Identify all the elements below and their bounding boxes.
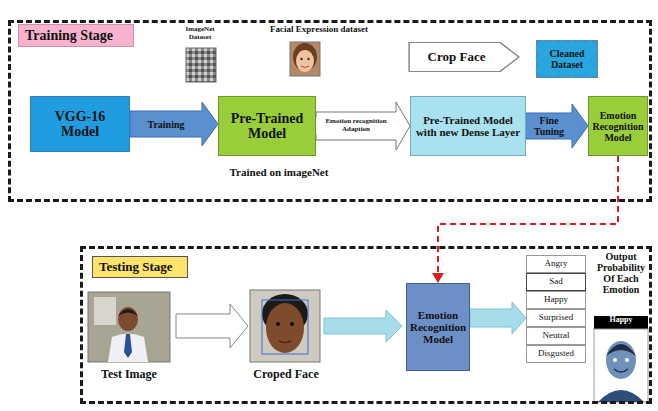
node-label: Angry xyxy=(530,259,582,269)
node-label: VGG-16 Model xyxy=(34,109,126,140)
edge-label: Training xyxy=(147,119,184,130)
node-label: Crop Face xyxy=(411,50,502,64)
photo-frame xyxy=(250,290,320,362)
head xyxy=(606,341,636,379)
eye xyxy=(290,322,294,326)
face-photo xyxy=(290,42,320,76)
imagenet-mosaic xyxy=(186,48,216,82)
step-arrow: Crop Face xyxy=(408,42,520,72)
avatar xyxy=(594,316,648,402)
face xyxy=(296,50,314,72)
arrow-body xyxy=(130,102,218,146)
stage-heading: Training Stage xyxy=(18,24,134,47)
dataset-box: Cleaned Dataset xyxy=(536,40,598,78)
edge-label-box: Emotion recognition Adaption xyxy=(316,112,396,140)
edge-label: Emotion recognition Adaption xyxy=(316,118,396,133)
dataset-caption: Facial Expression dataset xyxy=(270,25,368,35)
node-label: Neutral xyxy=(530,331,582,341)
node-label: Emotion Recognition Model xyxy=(592,110,644,143)
image-caption-box: Test Image xyxy=(86,368,172,381)
stage-region: Testing StageEmotion Recognition Model An… xyxy=(80,246,652,404)
hair xyxy=(293,43,317,71)
node-label: Emotion Recognition Model xyxy=(410,309,466,345)
node-label: Disgusted xyxy=(530,349,582,359)
edge-label: Fine Tuning xyxy=(526,115,572,137)
model-box: Emotion Recognition Model xyxy=(406,283,470,371)
output-caption: Output Probability Of Each Emotion xyxy=(594,251,648,295)
emotion-cell: Disgusted xyxy=(526,345,586,363)
flow-arrow xyxy=(324,310,402,342)
arrow-body xyxy=(470,302,526,334)
dashed-line xyxy=(438,156,618,274)
head xyxy=(118,307,138,331)
node-label: Cleaned Dataset xyxy=(541,48,593,70)
model-box: Pre-Trained Model xyxy=(218,96,316,156)
dataset-caption: ImageNet Dataset xyxy=(176,26,224,41)
edge-label-box: Fine Tuning xyxy=(526,113,572,139)
model-box: Pre-Trained Model with new Dense Layer xyxy=(410,96,526,156)
block-arrow xyxy=(130,102,218,146)
detection-box xyxy=(262,300,308,354)
node-label: Sad xyxy=(530,277,582,287)
eye xyxy=(300,58,302,60)
emotion-cell: Sad xyxy=(526,273,586,291)
image-caption: Croped Face xyxy=(253,368,318,381)
dashed-connector xyxy=(432,156,618,283)
arrow-body xyxy=(526,104,588,148)
arrow-body xyxy=(316,102,410,150)
emotion-cell: Surprised xyxy=(526,309,586,327)
note: Trained on imageNet xyxy=(230,166,329,178)
block-arrow xyxy=(526,104,588,148)
avatar-frame xyxy=(594,329,648,402)
face-sample xyxy=(290,42,320,76)
flow-arrow xyxy=(176,304,248,348)
hair xyxy=(118,309,138,316)
emotion-cell: Neutral xyxy=(526,327,586,345)
tie xyxy=(124,334,132,358)
output-caption-box: Output Probability Of Each Emotion xyxy=(594,251,648,295)
emotion-cell: Angry xyxy=(526,255,586,273)
eye xyxy=(307,58,309,60)
mouth xyxy=(279,341,291,343)
block-arrow xyxy=(316,102,410,150)
emotion-tag: Happy xyxy=(609,316,632,325)
emotion-tag-box: Happy xyxy=(594,316,648,325)
dataset-caption-box: ImageNet Dataset xyxy=(176,26,224,41)
arrow-shape xyxy=(409,42,519,71)
emotion-cell: Happy xyxy=(526,291,586,309)
eye xyxy=(613,358,617,362)
tag-bar xyxy=(594,316,648,329)
model-box: Emotion Recognition Model xyxy=(588,96,648,156)
dataset-caption-box: Facial Expression dataset xyxy=(254,25,384,35)
node-label: Surprised xyxy=(530,313,582,323)
block-arrow xyxy=(470,302,526,334)
node-label: Pre-Trained Model xyxy=(222,111,312,142)
face xyxy=(266,303,304,353)
smile xyxy=(614,369,628,372)
eye xyxy=(276,322,280,326)
arrowhead xyxy=(432,273,444,283)
note-box: Trained on imageNet xyxy=(214,166,344,178)
hair xyxy=(606,344,636,356)
shirt xyxy=(108,334,148,363)
test-photo xyxy=(88,292,170,362)
photo-frame xyxy=(88,292,170,362)
model-box: VGG-16 Model xyxy=(30,96,130,152)
stage-heading: Testing Stage xyxy=(92,256,188,278)
stage-region: Training StageCrop Face Cleaned DatasetVG… xyxy=(8,20,652,202)
cropped-face-photo xyxy=(250,290,320,362)
image-caption-box: Croped Face xyxy=(244,368,328,381)
eye xyxy=(625,358,629,362)
node-label: Happy xyxy=(530,295,582,305)
edge-label-box: Training xyxy=(130,111,202,137)
window xyxy=(94,297,116,325)
node-label: Pre-Trained Model with new Dense Layer xyxy=(414,114,522,138)
mouth xyxy=(301,66,309,68)
image-caption: Test Image xyxy=(101,368,157,381)
shoulders xyxy=(598,390,644,402)
